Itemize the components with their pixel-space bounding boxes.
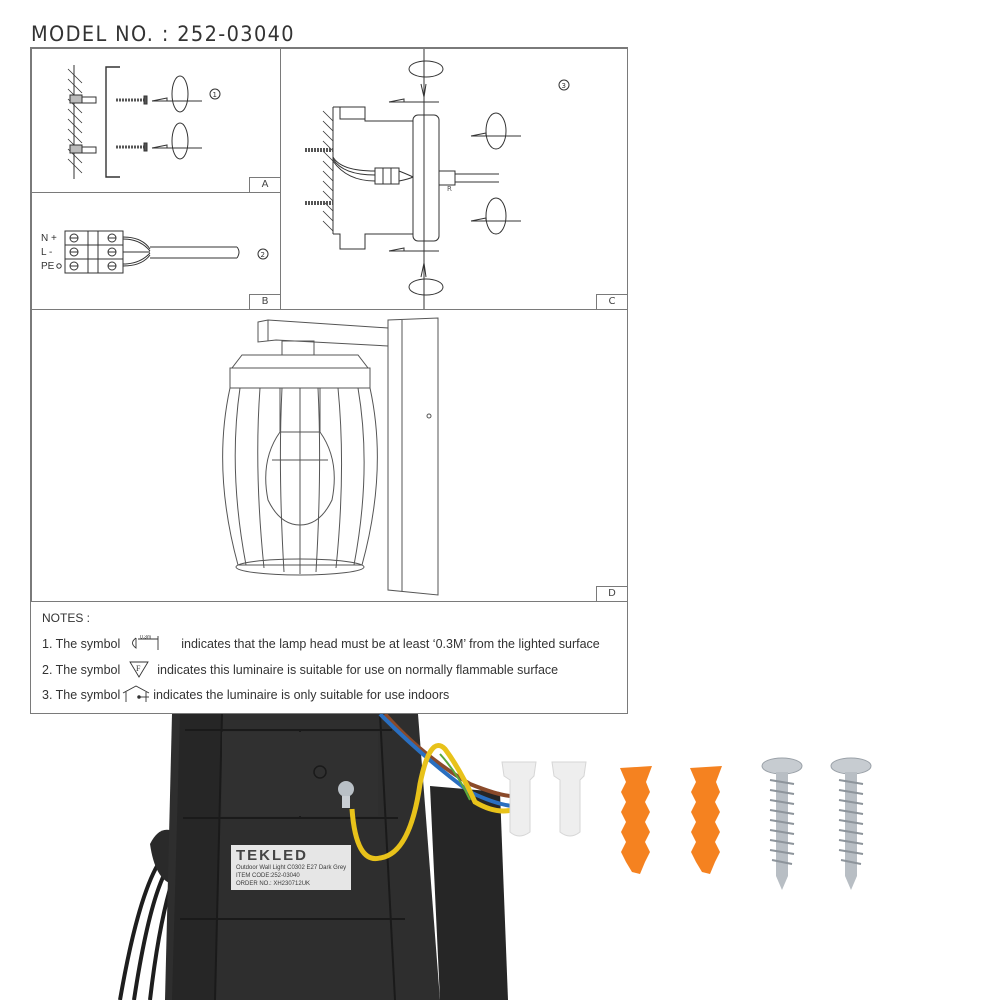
terminal-label-n: N + (41, 233, 57, 244)
panel-label-a: A (249, 177, 281, 193)
label-line-1: Outdoor Wall Light C0302 E27 Dark Grey (236, 865, 347, 871)
note-prefix: 2. The symbol (42, 662, 121, 677)
svg-text:F: F (136, 664, 141, 673)
svg-text:R: R (447, 185, 452, 193)
brand-name: TEKLED (236, 847, 308, 864)
instruction-sheet: 1 A N + L - PE (30, 47, 628, 714)
note-item-1: 1. The symbol 0.3m indicates that the la… (42, 635, 600, 654)
panel-a: 1 A (31, 48, 281, 193)
terminal-label-pe: PE (41, 261, 55, 272)
notes-section: NOTES : 1. The symbol 0.3m indicates tha… (31, 601, 627, 713)
notes-title: NOTES : (42, 611, 91, 625)
svg-text:2: 2 (261, 251, 265, 259)
label-line-3: ORDER NO.: XH230712UK (236, 881, 311, 887)
distance-0.3m-icon: 0.3m (128, 635, 168, 654)
note-item-2: 2. The symbol F indicates this luminaire… (42, 660, 558, 681)
wire-connector-icon (501, 761, 587, 837)
note-prefix: 3. The symbol (42, 687, 121, 702)
svg-text:0.3m: 0.3m (140, 635, 151, 641)
note-text: indicates this luminaire is suitable for… (157, 662, 559, 677)
product-photo-illustration (118, 712, 513, 1001)
panel-d: D (31, 309, 628, 602)
product-label: TEKLED Outdoor Wall Light C0302 E27 Dark… (231, 845, 351, 890)
svg-text:3: 3 (562, 82, 566, 90)
label-line-2: ITEM CODE:252-03040 (236, 873, 300, 879)
screw-icon (761, 757, 872, 890)
panel-label-c: C (596, 294, 628, 310)
bracket-mounting-diagram: 1 (67, 65, 221, 179)
terminal-label-l: L - (41, 247, 52, 258)
note-item-3: 3. The symbol indicates the luminaire is… (42, 685, 449, 706)
product-photo: TEKLED Outdoor Wall Light C0302 E27 Dark… (0, 712, 1000, 1001)
indoor-house-icon (122, 685, 150, 706)
note-prefix: 1. The symbol (42, 636, 121, 651)
flammable-surface-icon: F (128, 660, 150, 681)
panel-label-d: D (596, 586, 628, 602)
note-text: indicates that the lamp head must be at … (181, 636, 600, 651)
accessories (501, 757, 872, 890)
model-number-title: MODEL NO. : 252-03040 (31, 22, 295, 46)
panel-label-b: B (249, 294, 281, 310)
terminal-block-wiring-diagram: N + L - PE 2 (41, 230, 269, 274)
lamp-body-fixing-diagram: R 3 (305, 49, 570, 311)
caged-wall-lamp-drawing (222, 317, 439, 596)
panel-c: R 3 C (280, 48, 628, 311)
svg-text:1: 1 (213, 91, 217, 99)
panel-b: N + L - PE 2 (31, 192, 281, 310)
wall-plug-icon (620, 766, 722, 874)
note-text: indicates the luminaire is only suitable… (153, 687, 450, 702)
